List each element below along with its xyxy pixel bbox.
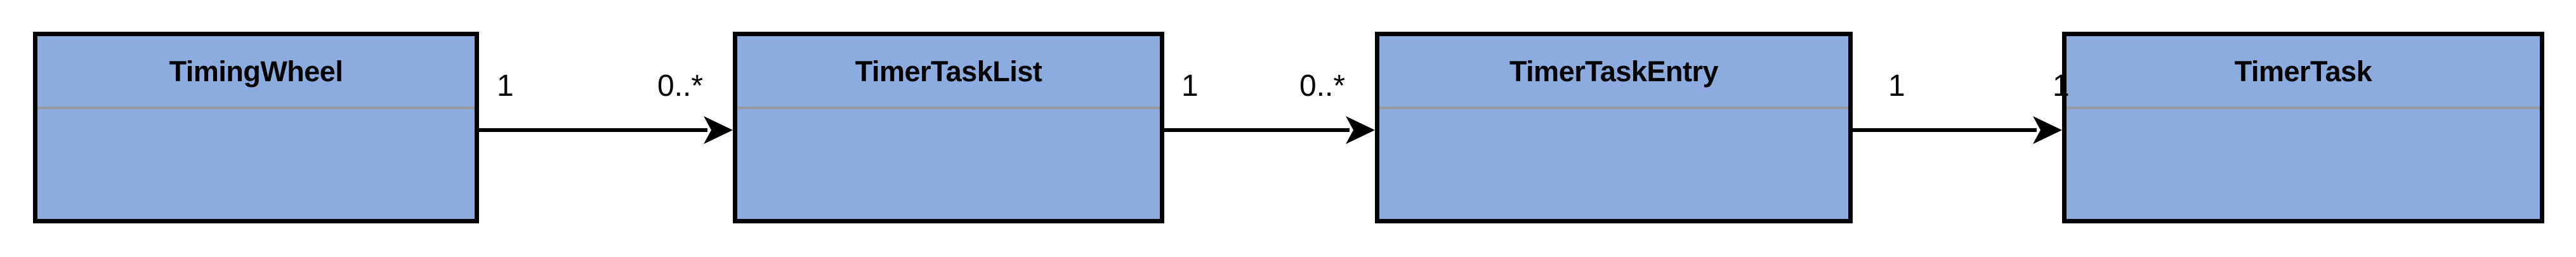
multiplicity-target-label: 0..* [657, 69, 704, 103]
association-timertasklist-timertaskentry[interactable] [1164, 114, 1375, 146]
uml-class-timer-task-entry[interactable]: TimerTaskEntry [1375, 32, 1853, 223]
multiplicity-target-label: 0..* [1299, 69, 1346, 103]
uml-class-name: TimerTaskEntry [1509, 55, 1718, 88]
multiplicity-target-label: 1 [2053, 69, 2070, 103]
multiplicity-source-label: 1 [1181, 69, 1199, 103]
association-line [1853, 128, 2037, 132]
association-timingwheel-timertasklist[interactable] [479, 114, 733, 146]
uml-class-header: TimerTask [2067, 36, 2540, 109]
arrowhead-icon [2033, 114, 2062, 146]
uml-class-attributes-compartment [1379, 109, 1848, 219]
association-timertaskentry-timertask[interactable] [1853, 114, 2062, 146]
uml-class-attributes-compartment [737, 109, 1160, 219]
association-line [1164, 128, 1350, 132]
uml-class-attributes-compartment [37, 109, 475, 219]
uml-class-name: TimerTask [2234, 55, 2372, 88]
uml-class-timer-task-list[interactable]: TimerTaskList [733, 32, 1164, 223]
uml-class-attributes-compartment [2067, 109, 2540, 219]
uml-class-header: TimingWheel [37, 36, 475, 109]
multiplicity-source-label: 1 [1888, 69, 1905, 103]
uml-class-header: TimerTaskList [737, 36, 1160, 109]
multiplicity-source-label: 1 [497, 69, 514, 103]
uml-class-timing-wheel[interactable]: TimingWheel [33, 32, 479, 223]
arrowhead-icon [1346, 114, 1375, 146]
arrowhead-icon [704, 114, 733, 146]
uml-class-name: TimingWheel [169, 55, 343, 88]
uml-class-name: TimerTaskList [855, 55, 1042, 88]
uml-class-timer-task[interactable]: TimerTask [2062, 32, 2544, 223]
association-line [479, 128, 707, 132]
uml-class-header: TimerTaskEntry [1379, 36, 1848, 109]
